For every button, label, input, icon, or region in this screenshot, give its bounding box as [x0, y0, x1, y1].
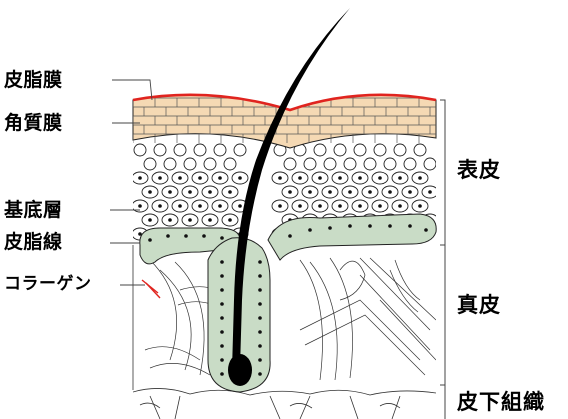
collagen-fibers	[141, 279, 161, 299]
label-stratum-corneum: 角質膜	[4, 112, 63, 134]
sebaceous-gland-right	[267, 213, 437, 261]
label-collagen: コラーゲン	[4, 274, 92, 294]
label-epidermis: 表皮	[457, 158, 501, 182]
label-sebaceous-gland: 皮脂線	[4, 231, 63, 253]
label-subcutis: 皮下組織	[457, 390, 545, 414]
hair-shaft	[232, 8, 350, 374]
sebum-film	[132, 93, 437, 112]
label-basal-layer: 基底層	[4, 199, 63, 221]
subcutis-layer	[133, 388, 436, 419]
gland-cells	[148, 224, 428, 376]
leader-lines	[110, 79, 153, 286]
hair-bulb	[228, 354, 252, 386]
label-sebum-film: 皮脂膜	[4, 69, 63, 91]
dermis-fibers	[144, 257, 436, 381]
label-dermis: 真皮	[457, 293, 501, 317]
layer-brackets	[440, 99, 446, 419]
